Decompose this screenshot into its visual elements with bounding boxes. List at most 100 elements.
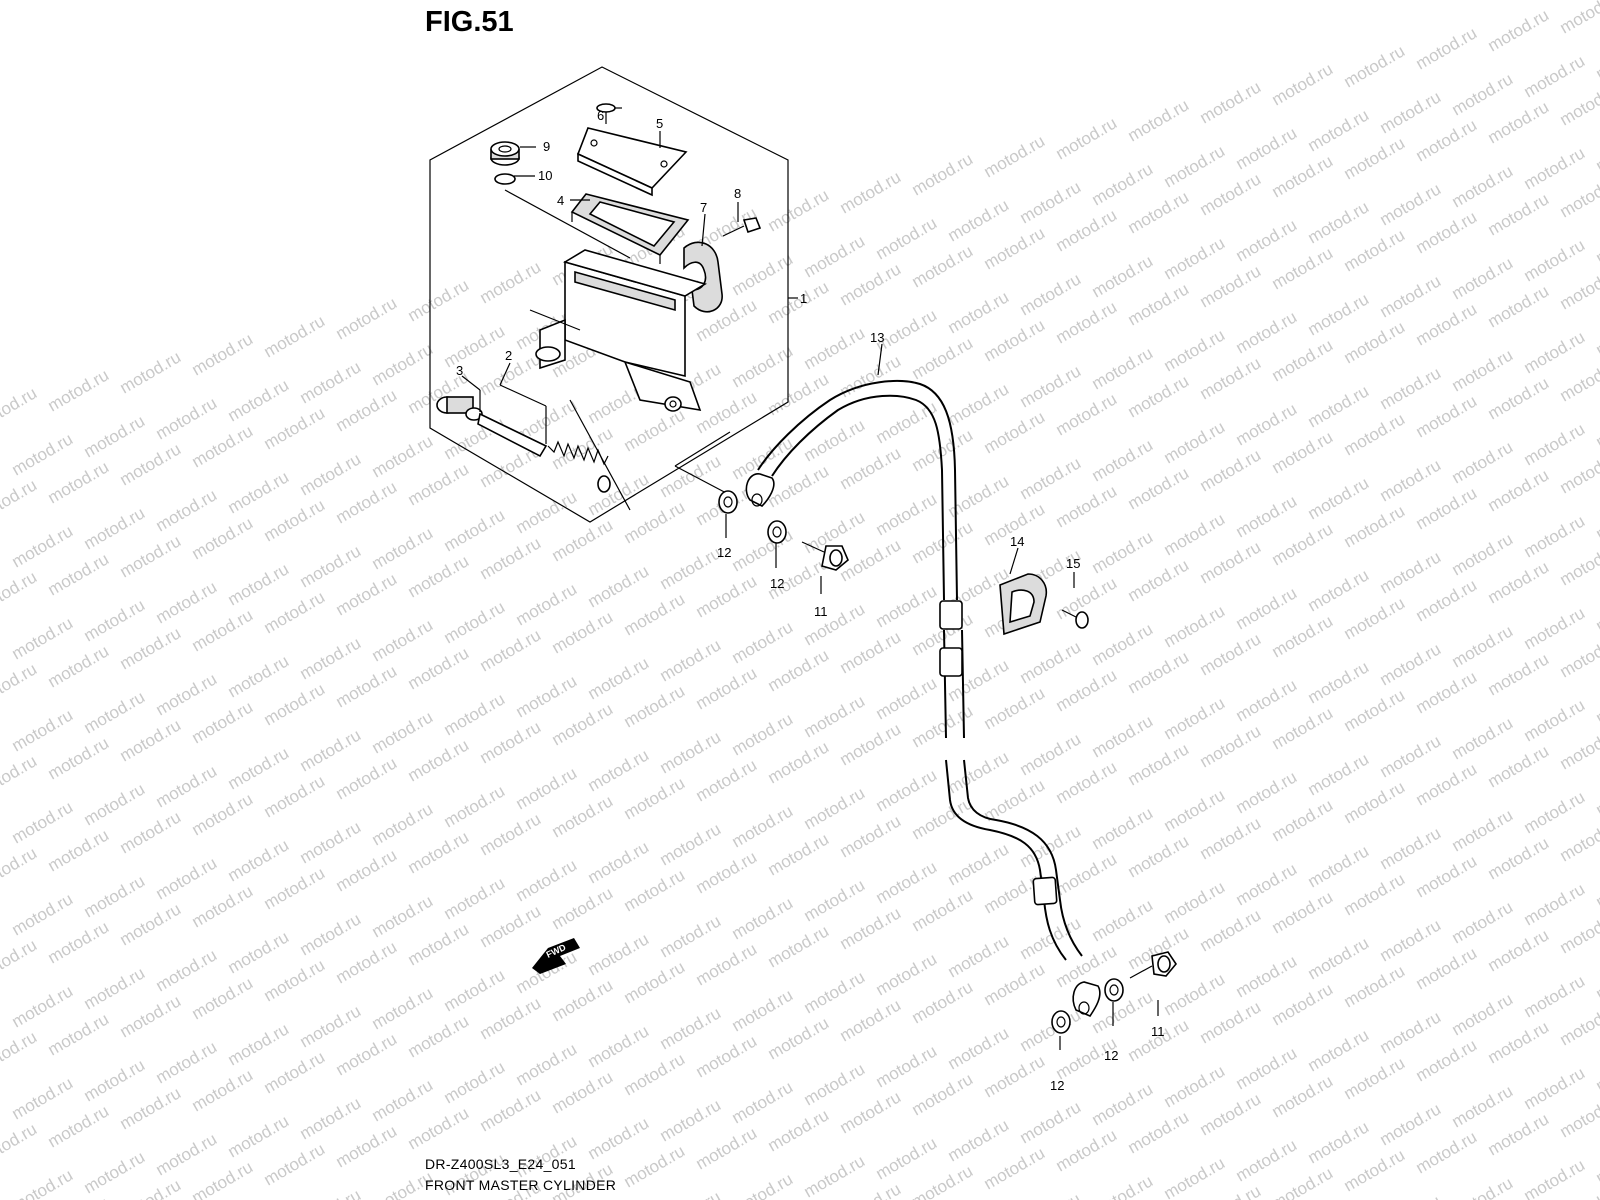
watermark-text: motod.ru bbox=[1593, 1137, 1600, 1187]
callout-12-lower-b: 12 bbox=[1104, 1048, 1118, 1063]
watermark-text: motod.ru bbox=[369, 891, 437, 941]
watermark-text: motod.ru bbox=[0, 659, 40, 709]
watermark-text: motod.ru bbox=[1521, 971, 1589, 1021]
watermark-text: motod.ru bbox=[1521, 419, 1589, 469]
watermark-text: motod.ru bbox=[1269, 979, 1337, 1029]
watermark-text: motod.ru bbox=[585, 745, 653, 795]
watermark-text: motod.ru bbox=[9, 705, 77, 755]
callout-12-upper-b: 12 bbox=[770, 576, 784, 591]
watermark-text: motod.ru bbox=[657, 1187, 725, 1200]
watermark-text: motod.ru bbox=[1305, 841, 1373, 891]
watermark-text: motod.ru bbox=[1089, 343, 1157, 393]
watermark-text: motod.ru bbox=[225, 651, 293, 701]
watermark-text: motod.ru bbox=[1305, 105, 1373, 155]
watermark-text: motod.ru bbox=[513, 579, 581, 629]
watermark-text: motod.ru bbox=[297, 1001, 365, 1051]
brake-hose-part bbox=[757, 380, 1083, 961]
watermark-text: motod.ru bbox=[45, 917, 113, 967]
holder-part bbox=[683, 241, 723, 313]
watermark-text: motod.ru bbox=[1053, 389, 1121, 439]
watermark-text: motod.ru bbox=[153, 1037, 221, 1087]
watermark-text: motod.ru bbox=[1305, 565, 1373, 615]
lower-union-bolt-part bbox=[1129, 951, 1177, 979]
watermark-text: motod.ru bbox=[1305, 289, 1373, 339]
watermark-text: motod.ru bbox=[1557, 631, 1600, 681]
watermark-text: motod.ru bbox=[9, 1073, 77, 1123]
watermark-text: motod.ru bbox=[1197, 169, 1265, 219]
watermark-text: motod.ru bbox=[477, 901, 545, 951]
watermark-text: motod.ru bbox=[1449, 161, 1517, 211]
watermark-text: motod.ru bbox=[1233, 951, 1301, 1001]
reservoir-cap-part bbox=[576, 127, 688, 197]
watermark-text: motod.ru bbox=[1233, 1135, 1301, 1185]
watermark-text: motod.ru bbox=[1413, 943, 1481, 993]
watermark-text: motod.ru bbox=[765, 369, 833, 419]
watermark-text: motod.ru bbox=[1197, 353, 1265, 403]
watermark-text: motod.ru bbox=[1341, 501, 1409, 551]
figure-title: FIG.51 bbox=[425, 6, 514, 38]
watermark-text: motod.ru bbox=[1233, 215, 1301, 265]
watermark-text: motod.ru bbox=[657, 1095, 725, 1145]
watermark-text: motod.ru bbox=[1557, 999, 1600, 1049]
watermark-text: motod.ru bbox=[1341, 225, 1409, 275]
watermark-text: motod.ru bbox=[333, 1029, 401, 1079]
watermark-text: motod.ru bbox=[1377, 455, 1445, 505]
watermark-text: motod.ru bbox=[405, 919, 473, 969]
watermark-text: motod.ru bbox=[405, 827, 473, 877]
callout-1: 1 bbox=[800, 291, 807, 306]
watermark-text: motod.ru bbox=[153, 669, 221, 719]
watermark-text: motod.ru bbox=[801, 967, 869, 1017]
watermark-text: motod.ru bbox=[1305, 197, 1373, 247]
watermark-text: motod.ru bbox=[945, 747, 1013, 797]
watermark-text: motod.ru bbox=[945, 1023, 1013, 1073]
lower-washer-part-2 bbox=[1104, 978, 1124, 1002]
watermark-text: motod.ru bbox=[405, 275, 473, 325]
watermark-text: motod.ru bbox=[801, 691, 869, 741]
ring-part bbox=[494, 173, 516, 185]
watermark-text: motod.ru bbox=[0, 843, 40, 893]
watermark-text: motod.ru bbox=[729, 617, 797, 667]
watermark-text: motod.ru bbox=[1233, 491, 1301, 541]
watermark-text: motod.ru bbox=[1125, 279, 1193, 329]
watermark-text: motod.ru bbox=[153, 393, 221, 443]
watermark-text: motod.ru bbox=[117, 991, 185, 1041]
watermark-text: motod.ru bbox=[765, 1013, 833, 1063]
watermark-text: motod.ru bbox=[1125, 463, 1193, 513]
callout-2: 2 bbox=[505, 348, 512, 363]
watermark-text: motod.ru bbox=[729, 893, 797, 943]
watermark-text: motod.ru bbox=[585, 929, 653, 979]
watermark-text: motod.ru bbox=[1269, 795, 1337, 845]
watermark-text: motod.ru bbox=[1593, 585, 1600, 635]
watermark-text: motod.ru bbox=[513, 855, 581, 905]
watermark-text: motod.ru bbox=[837, 443, 905, 493]
watermark-text: motod.ru bbox=[1305, 933, 1373, 983]
watermark-text: motod.ru bbox=[1197, 629, 1265, 679]
watermark-text: motod.ru bbox=[189, 1157, 257, 1200]
watermark-text: motod.ru bbox=[729, 341, 797, 391]
watermark-text: motod.ru bbox=[1593, 125, 1600, 175]
watermark-text: motod.ru bbox=[873, 213, 941, 263]
watermark-text: motod.ru bbox=[549, 607, 617, 657]
watermark-text: motod.ru bbox=[621, 773, 689, 823]
watermark-text: motod.ru bbox=[1557, 447, 1600, 497]
watermark-text: motod.ru bbox=[621, 681, 689, 731]
watermark-text: motod.ru bbox=[261, 863, 329, 913]
watermark-text: motod.ru bbox=[837, 259, 905, 309]
watermark-text: motod.ru bbox=[1269, 611, 1337, 661]
watermark-text: motod.ru bbox=[981, 131, 1049, 181]
watermark-text: motod.ru bbox=[1089, 251, 1157, 301]
watermark-text: motod.ru bbox=[117, 531, 185, 581]
watermark-text: motod.ru bbox=[1593, 401, 1600, 451]
watermark-text: motod.ru bbox=[585, 1021, 653, 1071]
watermark-text: motod.ru bbox=[1341, 133, 1409, 183]
watermark-text: motod.ru bbox=[1017, 913, 1085, 963]
watermark-text: motod.ru bbox=[1521, 511, 1589, 561]
callout-9: 9 bbox=[543, 139, 550, 154]
watermark-text: motod.ru bbox=[189, 697, 257, 747]
watermark-text: motod.ru bbox=[1017, 1005, 1085, 1055]
hose-clamp-part bbox=[999, 573, 1048, 636]
watermark-text: motod.ru bbox=[0, 1119, 40, 1169]
watermark-text: motod.ru bbox=[1269, 335, 1337, 385]
boot-part bbox=[490, 141, 520, 166]
watermark-text: motod.ru bbox=[909, 1161, 977, 1200]
